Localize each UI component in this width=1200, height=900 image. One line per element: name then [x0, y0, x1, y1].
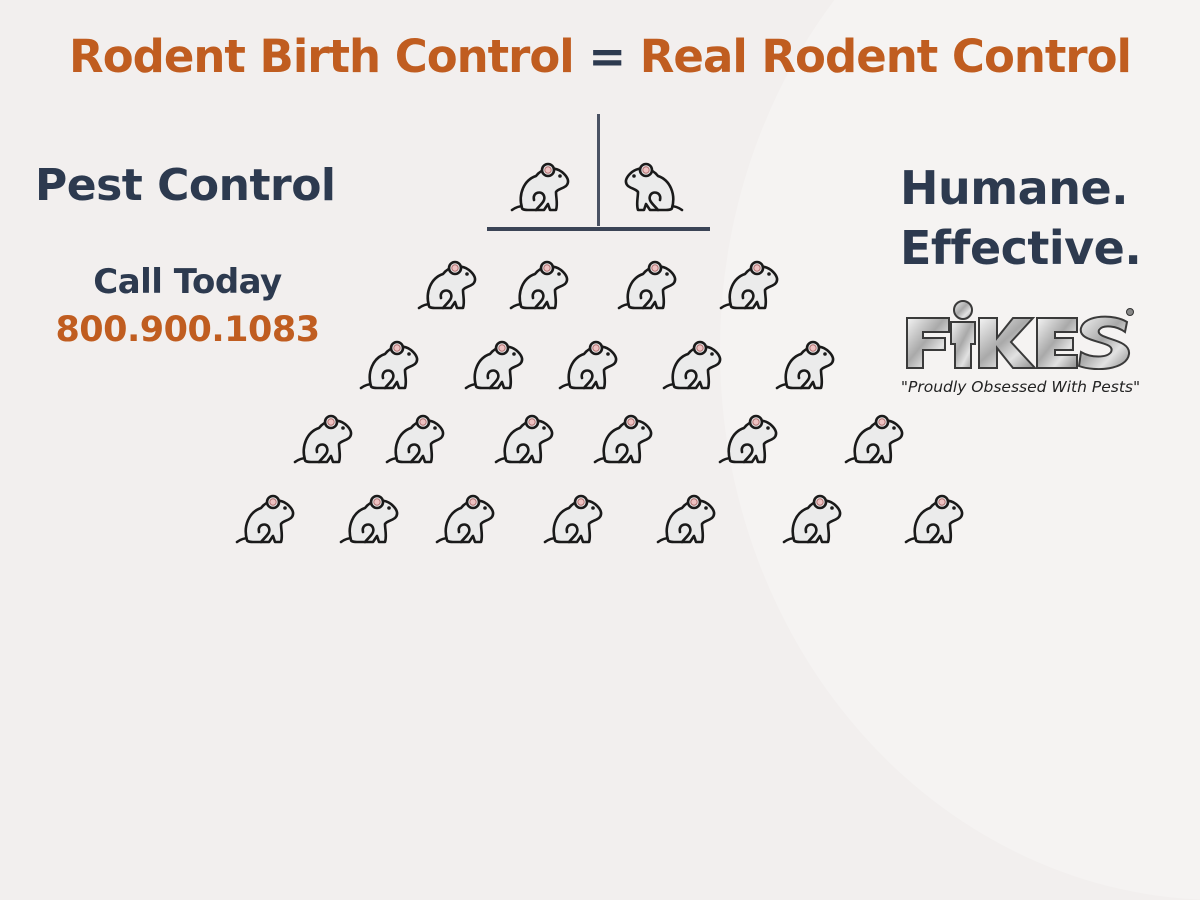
background-curve: [720, 0, 1200, 900]
fikes-logo: [905, 300, 1135, 371]
fikes-logo-icon: [906, 300, 1134, 371]
rat-icon: [293, 414, 353, 464]
rat-icon: [617, 260, 677, 310]
offspring-rat-row-3: [492, 410, 556, 466]
rat-icon: [339, 494, 399, 544]
offspring-rat-row-1: [415, 256, 479, 312]
offspring-rat-row-4: [433, 490, 497, 546]
headline-right: Real Rodent Control: [639, 30, 1132, 83]
rat-icon: [385, 414, 445, 464]
headline-left: Rodent Birth Control: [69, 30, 575, 83]
rat-icon: [235, 494, 295, 544]
call-today-label: Call Today: [93, 262, 282, 302]
offspring-rat-row-3: [591, 410, 655, 466]
rat-icon: [782, 494, 842, 544]
rat-icon: [543, 494, 603, 544]
rat-icon: [904, 494, 964, 544]
tagline: Humane. Effective.: [900, 158, 1142, 278]
offspring-rat-row-4: [902, 490, 966, 546]
divider-horizontal: [487, 227, 710, 231]
offspring-rat-row-3: [716, 410, 780, 466]
rat-icon: [593, 414, 653, 464]
rat-icon: [464, 340, 524, 390]
offspring-rat-row-4: [780, 490, 844, 546]
parent-rat-right: [622, 158, 686, 214]
rat-icon: [718, 414, 778, 464]
rat-icon: [656, 494, 716, 544]
offspring-rat-row-2: [357, 336, 421, 392]
offspring-rat-row-1: [717, 256, 781, 312]
divider-vertical: [597, 114, 600, 226]
pest-control-title: Pest Control: [35, 160, 336, 211]
rat-icon: [494, 414, 554, 464]
rat-icon: [662, 340, 722, 390]
rat-icon: [844, 414, 904, 464]
offspring-rat-row-4: [233, 490, 297, 546]
headline: Rodent Birth Control = Real Rodent Contr…: [0, 30, 1200, 83]
rat-icon: [359, 340, 419, 390]
offspring-rat-row-4: [541, 490, 605, 546]
offspring-rat-row-4: [337, 490, 401, 546]
tagline-effective: Effective.: [900, 221, 1142, 275]
offspring-rat-row-3: [291, 410, 355, 466]
offspring-rat-row-1: [615, 256, 679, 312]
rat-icon: [775, 340, 835, 390]
offspring-rat-row-4: [654, 490, 718, 546]
parent-rat-left: [508, 158, 572, 214]
equals-sign: =: [588, 30, 626, 83]
rat-icon: [417, 260, 477, 310]
rat-icon: [558, 340, 618, 390]
offspring-rat-row-2: [773, 336, 837, 392]
offspring-rat-row-1: [507, 256, 571, 312]
offspring-rat-row-3: [383, 410, 447, 466]
offspring-rat-row-2: [556, 336, 620, 392]
offspring-rat-row-3: [842, 410, 906, 466]
phone-number[interactable]: 800.900.1083: [55, 310, 320, 350]
rat-icon: [435, 494, 495, 544]
rat-icon: [509, 260, 569, 310]
rat-icon: [719, 260, 779, 310]
rat-icon: [510, 162, 570, 212]
tagline-humane: Humane.: [900, 161, 1129, 215]
rat-icon: [624, 162, 684, 212]
offspring-rat-row-2: [660, 336, 724, 392]
offspring-rat-row-2: [462, 336, 526, 392]
slogan: "Proudly Obsessed With Pests": [900, 378, 1141, 396]
